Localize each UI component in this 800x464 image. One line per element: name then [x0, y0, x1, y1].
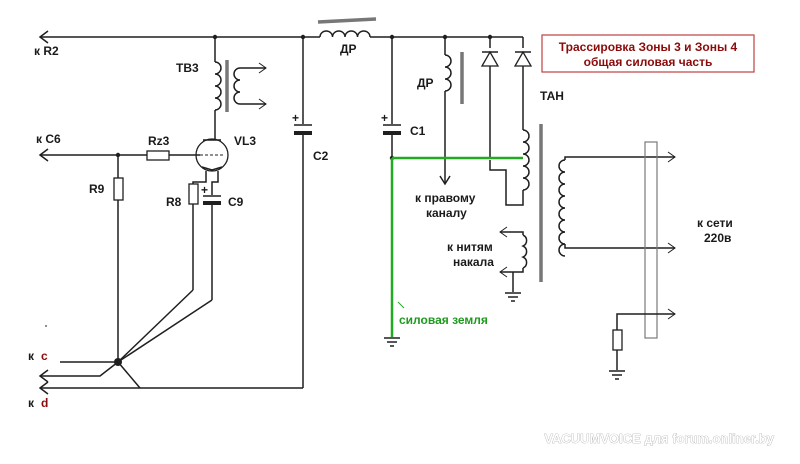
title-box-border: [541, 34, 755, 73]
ground-junction: [38, 289, 303, 395]
label-heaters-1: к нитям: [447, 240, 493, 254]
power-transformer-tan: [489, 124, 676, 302]
label-c9: C9: [228, 195, 244, 209]
capacitor-c9: [203, 201, 221, 205]
resistor-rz3: [146, 150, 170, 161]
grid-line: [38, 148, 200, 162]
label-r9: R9: [89, 182, 105, 196]
svg-text:+: +: [201, 183, 208, 197]
mains-resistor: [612, 329, 623, 351]
top-choke: [317, 17, 377, 38]
label-to-r2: к R2: [34, 44, 59, 58]
svg-text:+: +: [292, 111, 299, 125]
label-r8: R8: [166, 195, 182, 209]
capacitor-c1: +: [381, 34, 401, 161]
label-c2: C2: [313, 149, 329, 163]
label-c1: C1: [410, 124, 426, 138]
label-to-c6: к C6: [36, 132, 61, 146]
label-rz3: Rz3: [148, 134, 170, 148]
middle-choke: [439, 34, 464, 186]
mains-input: [609, 141, 676, 380]
capacitor-c2: +: [292, 34, 312, 388]
svg-text:+: +: [381, 111, 388, 125]
label-to-c-prefix: к: [28, 349, 35, 363]
cathode-network: +: [188, 178, 221, 300]
label-choke-top: ДР: [340, 42, 357, 56]
mains-connector: [644, 141, 658, 339]
tube-vl3: [195, 138, 229, 178]
watermark-text: VACUUMVOICE для forum.onliner.by: [544, 431, 774, 446]
output-transformer-tv3: [212, 34, 267, 138]
label-to-c-letter: c: [41, 349, 48, 363]
top-rail: [38, 30, 523, 44]
label-right-channel-2: каналу: [426, 206, 467, 220]
label-heaters-2: накала: [453, 255, 494, 269]
label-vl3: VL3: [234, 134, 256, 148]
label-tv3: ТВ3: [176, 61, 199, 75]
label-to-d-prefix: к: [28, 396, 35, 410]
title-line-2: общая силовая часть: [584, 55, 713, 69]
label-mains-2: 220в: [704, 231, 731, 245]
resistor-r9: [113, 155, 124, 362]
label-power-ground: силовая земля: [399, 313, 488, 327]
power-ground-bus: [384, 156, 523, 347]
label-mains-1: к сети: [697, 216, 733, 230]
title-box: Трассировка Зоны 3 и Зоны 4 общая силова…: [541, 34, 755, 73]
label-to-d-letter: d: [41, 396, 48, 410]
label-choke-mid: ДР: [417, 76, 434, 90]
rectifier-diodes: [480, 34, 533, 158]
label-tan: ТАН: [540, 89, 564, 103]
resistor-r8: [188, 183, 199, 205]
title-line-1: Трассировка Зоны 3 и Зоны 4: [559, 40, 738, 54]
label-right-channel-1: к правому: [415, 191, 476, 205]
